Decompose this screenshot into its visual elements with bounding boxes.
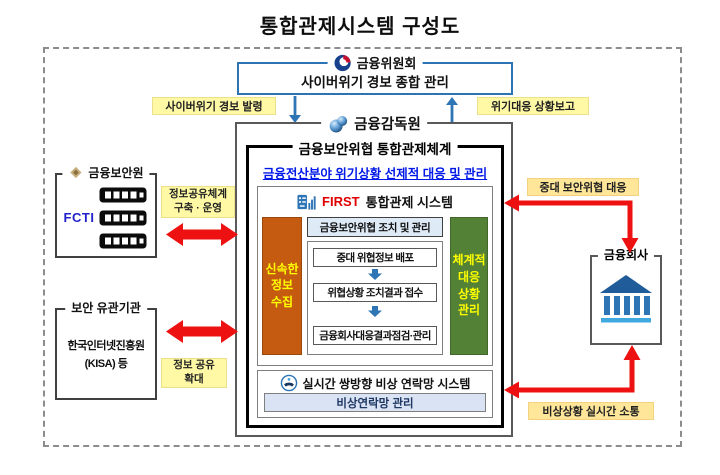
panel-line: 체계적 — [452, 253, 486, 268]
server-icon — [99, 210, 147, 226]
control-system-subtitle: 금융전산분야 위기상황 선제적 대응 및 관리 — [262, 167, 488, 181]
page-title: 통합관제시스템 구성도 — [259, 16, 461, 38]
fsc-name: 금융위원회 — [356, 56, 417, 71]
panel-line: 수집 — [270, 294, 294, 309]
label-line: 구축 · 운영 — [174, 202, 222, 214]
first-system-header: FIRST 통합관제 시스템 — [257, 192, 493, 211]
label-line: 정보 공유 — [173, 359, 215, 372]
panel-line: 신속한 — [265, 261, 299, 276]
emergency-contact-management: 비상연락망 관리 — [264, 393, 486, 412]
label-crisis-report: 위기대응 상황보고 — [477, 97, 589, 115]
fsc-logo-icon — [334, 54, 352, 72]
l-arrow-threat — [504, 194, 639, 253]
threat-management-header: 금융보안위협 조치 및 관리 — [307, 217, 443, 237]
label-major-threat-response: 중대 보안위협 대응 — [527, 178, 639, 196]
control-system-box: 금융보안위협 통합관제체계 — [246, 138, 504, 428]
label-info-sharing-build: 정보공유체계 구축 · 운영 — [161, 186, 235, 218]
financial-company-box: 금융회사 — [590, 246, 662, 345]
fss-box: 금융감독원 — [235, 113, 513, 437]
label-realtime-communication: 비상상황 실시간 소통 — [528, 402, 654, 420]
label-line: 정보공유체계 — [169, 188, 227, 201]
l-arrow-emergency — [504, 345, 641, 398]
panel-line: 정보 — [270, 278, 294, 293]
step-distribute-threat-info: 중대 위협정보 배포 — [313, 248, 437, 267]
bank-icon — [600, 275, 652, 323]
panel-systematic-response: 체계적 대응 상황 관리 — [450, 217, 488, 355]
phone-icon — [280, 374, 298, 392]
emergency-network-header: 실시간 쌍방향 비상 연락망 시스템 — [257, 374, 493, 392]
arrow-down-icon — [289, 96, 301, 123]
first-system-name: 통합관제 시스템 — [365, 195, 453, 210]
financial-company-caption: 금융회사 — [597, 246, 655, 263]
step-check-company-response: 금융회사대응결과점검·관리 — [313, 326, 437, 345]
step-receive-action-results: 위협상황 조치결과 접수 — [313, 283, 437, 302]
fsi-name: 금융보안원 — [88, 166, 144, 180]
dashboard-icon — [297, 194, 316, 210]
control-system-title: 금융보안위협 통합관제체계 — [292, 138, 458, 158]
fsc-box: 금융위원회 — [237, 53, 513, 95]
outer-dashed-border — [43, 47, 682, 447]
fsi-logo-icon — [68, 165, 83, 180]
related-org-box: 보안 유관기관 한국인터넷진흥원 (KISA) 등 — [55, 299, 157, 400]
panel-line: 대응 — [457, 269, 481, 284]
double-arrow-icon — [166, 320, 238, 343]
related-org-line: (KISA) 등 — [84, 358, 128, 370]
arrow-down-icon — [368, 306, 382, 317]
arrow-down-icon — [368, 269, 382, 280]
arrow-up-icon — [446, 97, 458, 124]
fss-logo-icon — [327, 115, 349, 133]
related-org-line: 한국인터넷진흥원 — [67, 340, 145, 352]
fsc-role-text: 사이버위기 경보 종합 관리 — [301, 75, 449, 90]
label-line: 확대 — [184, 373, 204, 385]
fsi-caption: 금융보안원 — [62, 164, 150, 181]
fss-name: 금융감독원 — [354, 117, 421, 133]
server-icon — [99, 187, 147, 203]
double-arrow-icon — [166, 223, 238, 246]
fsc-caption: 금융위원회 — [327, 53, 423, 72]
server-icon — [99, 233, 147, 249]
fcti-label: FCTI — [63, 210, 95, 225]
label-info-sharing-expand: 정보 공유 확대 — [161, 358, 227, 388]
first-brand: FIRST — [322, 194, 360, 209]
emergency-network-title: 실시간 쌍방향 비상 연락망 시스템 — [302, 376, 471, 391]
fss-caption: 금융감독원 — [321, 113, 427, 134]
fsi-box: 금융보안원 — [55, 164, 157, 258]
panel-line: 상황 — [457, 286, 481, 301]
panel-line: 관리 — [457, 303, 481, 318]
related-org-caption: 보안 유관기관 — [65, 299, 147, 316]
panel-rapid-info-collection: 신속한 정보 수집 — [262, 217, 302, 355]
label-cyber-alert-issue: 사이버위기 경보 발령 — [152, 97, 276, 115]
